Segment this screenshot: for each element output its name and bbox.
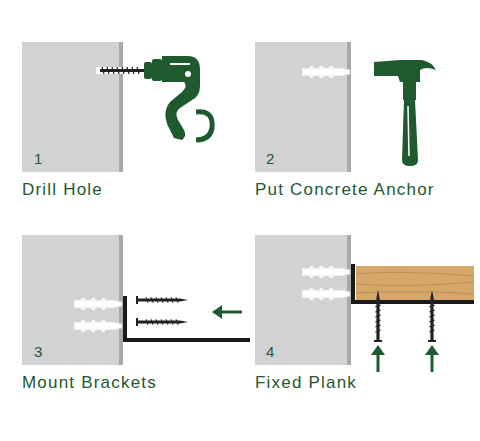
concrete-anchor	[74, 319, 122, 333]
wall-panel	[255, 42, 351, 172]
shelf-bracket	[123, 296, 250, 342]
screw	[374, 290, 382, 342]
screw	[136, 296, 188, 304]
wall-panel	[22, 235, 123, 365]
step-caption: Drill Hole	[22, 180, 103, 200]
wall-panel	[22, 42, 123, 172]
direction-arrow	[371, 345, 439, 372]
step-caption: Put Concrete Anchor	[255, 180, 435, 200]
hammer-icon	[374, 60, 436, 166]
screw	[136, 318, 188, 326]
drill-bit	[100, 67, 146, 74]
screw	[428, 290, 436, 342]
step-caption: Mount Brackets	[22, 373, 157, 393]
shelf-bracket	[351, 264, 474, 304]
wall-panel	[255, 235, 351, 365]
concrete-anchor	[74, 297, 122, 311]
concrete-anchor	[302, 265, 350, 279]
wood-plank	[356, 266, 474, 300]
direction-arrow	[212, 305, 242, 319]
callout-number: 3	[34, 343, 42, 360]
concrete-anchor	[302, 65, 350, 79]
callout-number: 2	[266, 150, 274, 167]
concrete-anchor	[302, 287, 350, 301]
drill-icon	[144, 56, 212, 140]
callout-number: 4	[266, 343, 274, 360]
step-caption: Fixed Plank	[255, 373, 357, 393]
callout-number: 1	[34, 150, 42, 167]
